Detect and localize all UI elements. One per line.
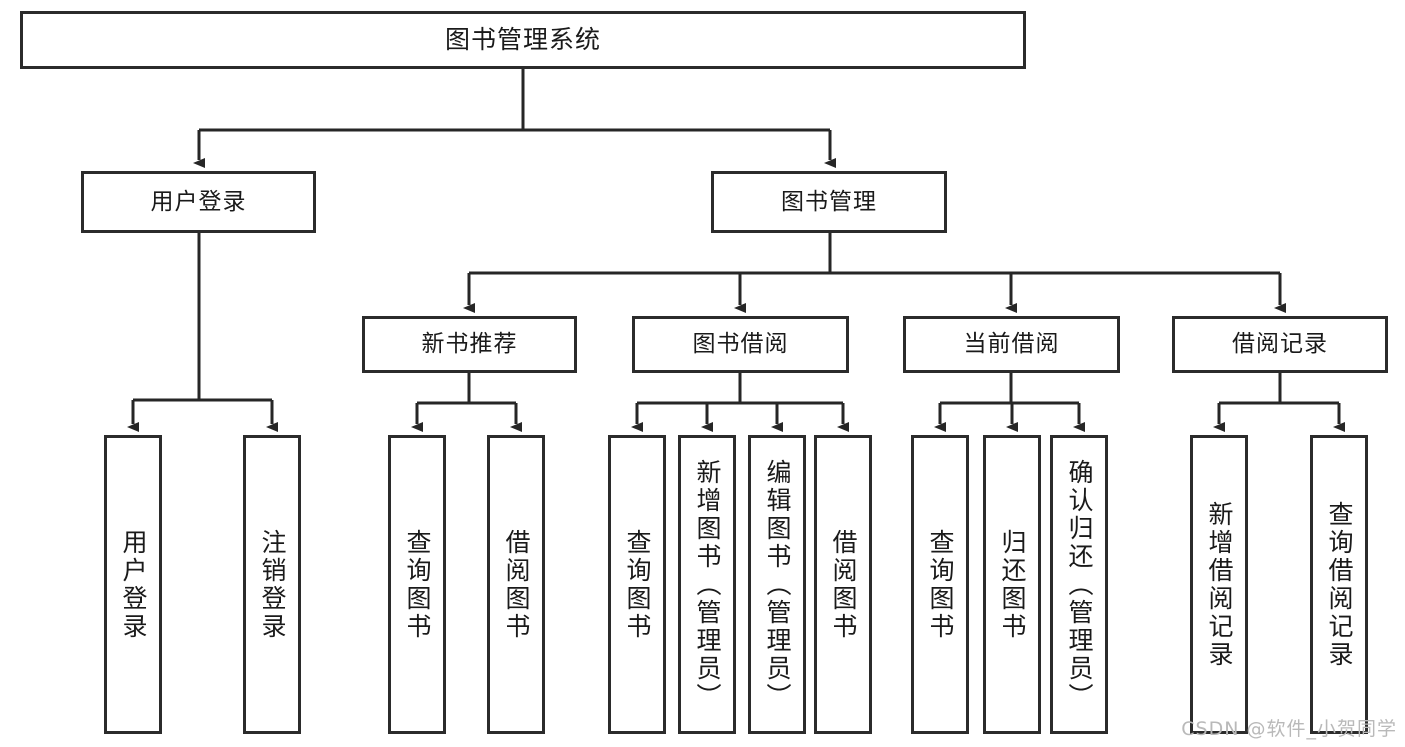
node-leaf-user-login-label: 用户登录 [119,528,148,641]
node-new-book-rec-label: 新书推荐 [421,331,518,358]
node-leaf-add-record-label: 新增借阅记录 [1205,500,1234,669]
node-borrow-record[interactable]: 借阅记录 [1172,316,1388,373]
node-current-borrow[interactable]: 当前借阅 [903,316,1120,373]
node-leaf-user-logout[interactable]: 注销登录 [243,435,301,734]
node-leaf-query-book-1[interactable]: 查询图书 [388,435,446,734]
node-leaf-query-book-2[interactable]: 查询图书 [608,435,666,734]
node-leaf-add-book[interactable]: 新增图书（管理员） [678,435,736,734]
node-user-login-label: 用户登录 [150,188,247,215]
node-leaf-borrow-book-2-label: 借阅图书 [829,528,858,641]
node-new-book-rec[interactable]: 新书推荐 [362,316,577,373]
node-root-label: 图书管理系统 [444,25,601,55]
node-leaf-edit-book-label: 编辑图书（管理员） [763,458,792,711]
node-leaf-return-book[interactable]: 归还图书 [983,435,1041,734]
node-borrow-record-label: 借阅记录 [1232,331,1328,358]
node-leaf-query-book-3[interactable]: 查询图书 [911,435,969,734]
node-book-borrow[interactable]: 图书借阅 [632,316,849,373]
node-leaf-borrow-book-2[interactable]: 借阅图书 [814,435,872,734]
node-current-borrow-label: 当前借阅 [963,331,1060,358]
node-leaf-query-record[interactable]: 查询借阅记录 [1310,435,1368,734]
node-leaf-borrow-book-1[interactable]: 借阅图书 [487,435,545,734]
node-leaf-add-book-label: 新增图书（管理员） [693,458,722,711]
node-book-manage-label: 图书管理 [781,188,877,215]
node-leaf-user-login[interactable]: 用户登录 [104,435,162,734]
node-leaf-return-book-label: 归还图书 [998,528,1027,641]
watermark: CSDN @软件_小贺同学 [1181,718,1397,740]
node-book-manage[interactable]: 图书管理 [711,171,947,233]
node-leaf-query-record-label: 查询借阅记录 [1325,500,1354,669]
node-leaf-add-record[interactable]: 新增借阅记录 [1190,435,1248,734]
node-leaf-query-book-1-label: 查询图书 [403,528,432,641]
node-root[interactable]: 图书管理系统 [20,11,1026,69]
node-leaf-query-book-3-label: 查询图书 [926,528,955,641]
node-leaf-confirm-return[interactable]: 确认归还（管理员） [1050,435,1108,734]
node-leaf-query-book-2-label: 查询图书 [623,528,652,641]
node-leaf-edit-book[interactable]: 编辑图书（管理员） [748,435,806,734]
node-user-login[interactable]: 用户登录 [81,171,316,233]
node-leaf-user-logout-label: 注销登录 [258,528,287,641]
node-leaf-borrow-book-1-label: 借阅图书 [502,528,531,641]
node-leaf-confirm-return-label: 确认归还（管理员） [1065,458,1094,711]
node-book-borrow-label: 图书借阅 [692,331,789,358]
